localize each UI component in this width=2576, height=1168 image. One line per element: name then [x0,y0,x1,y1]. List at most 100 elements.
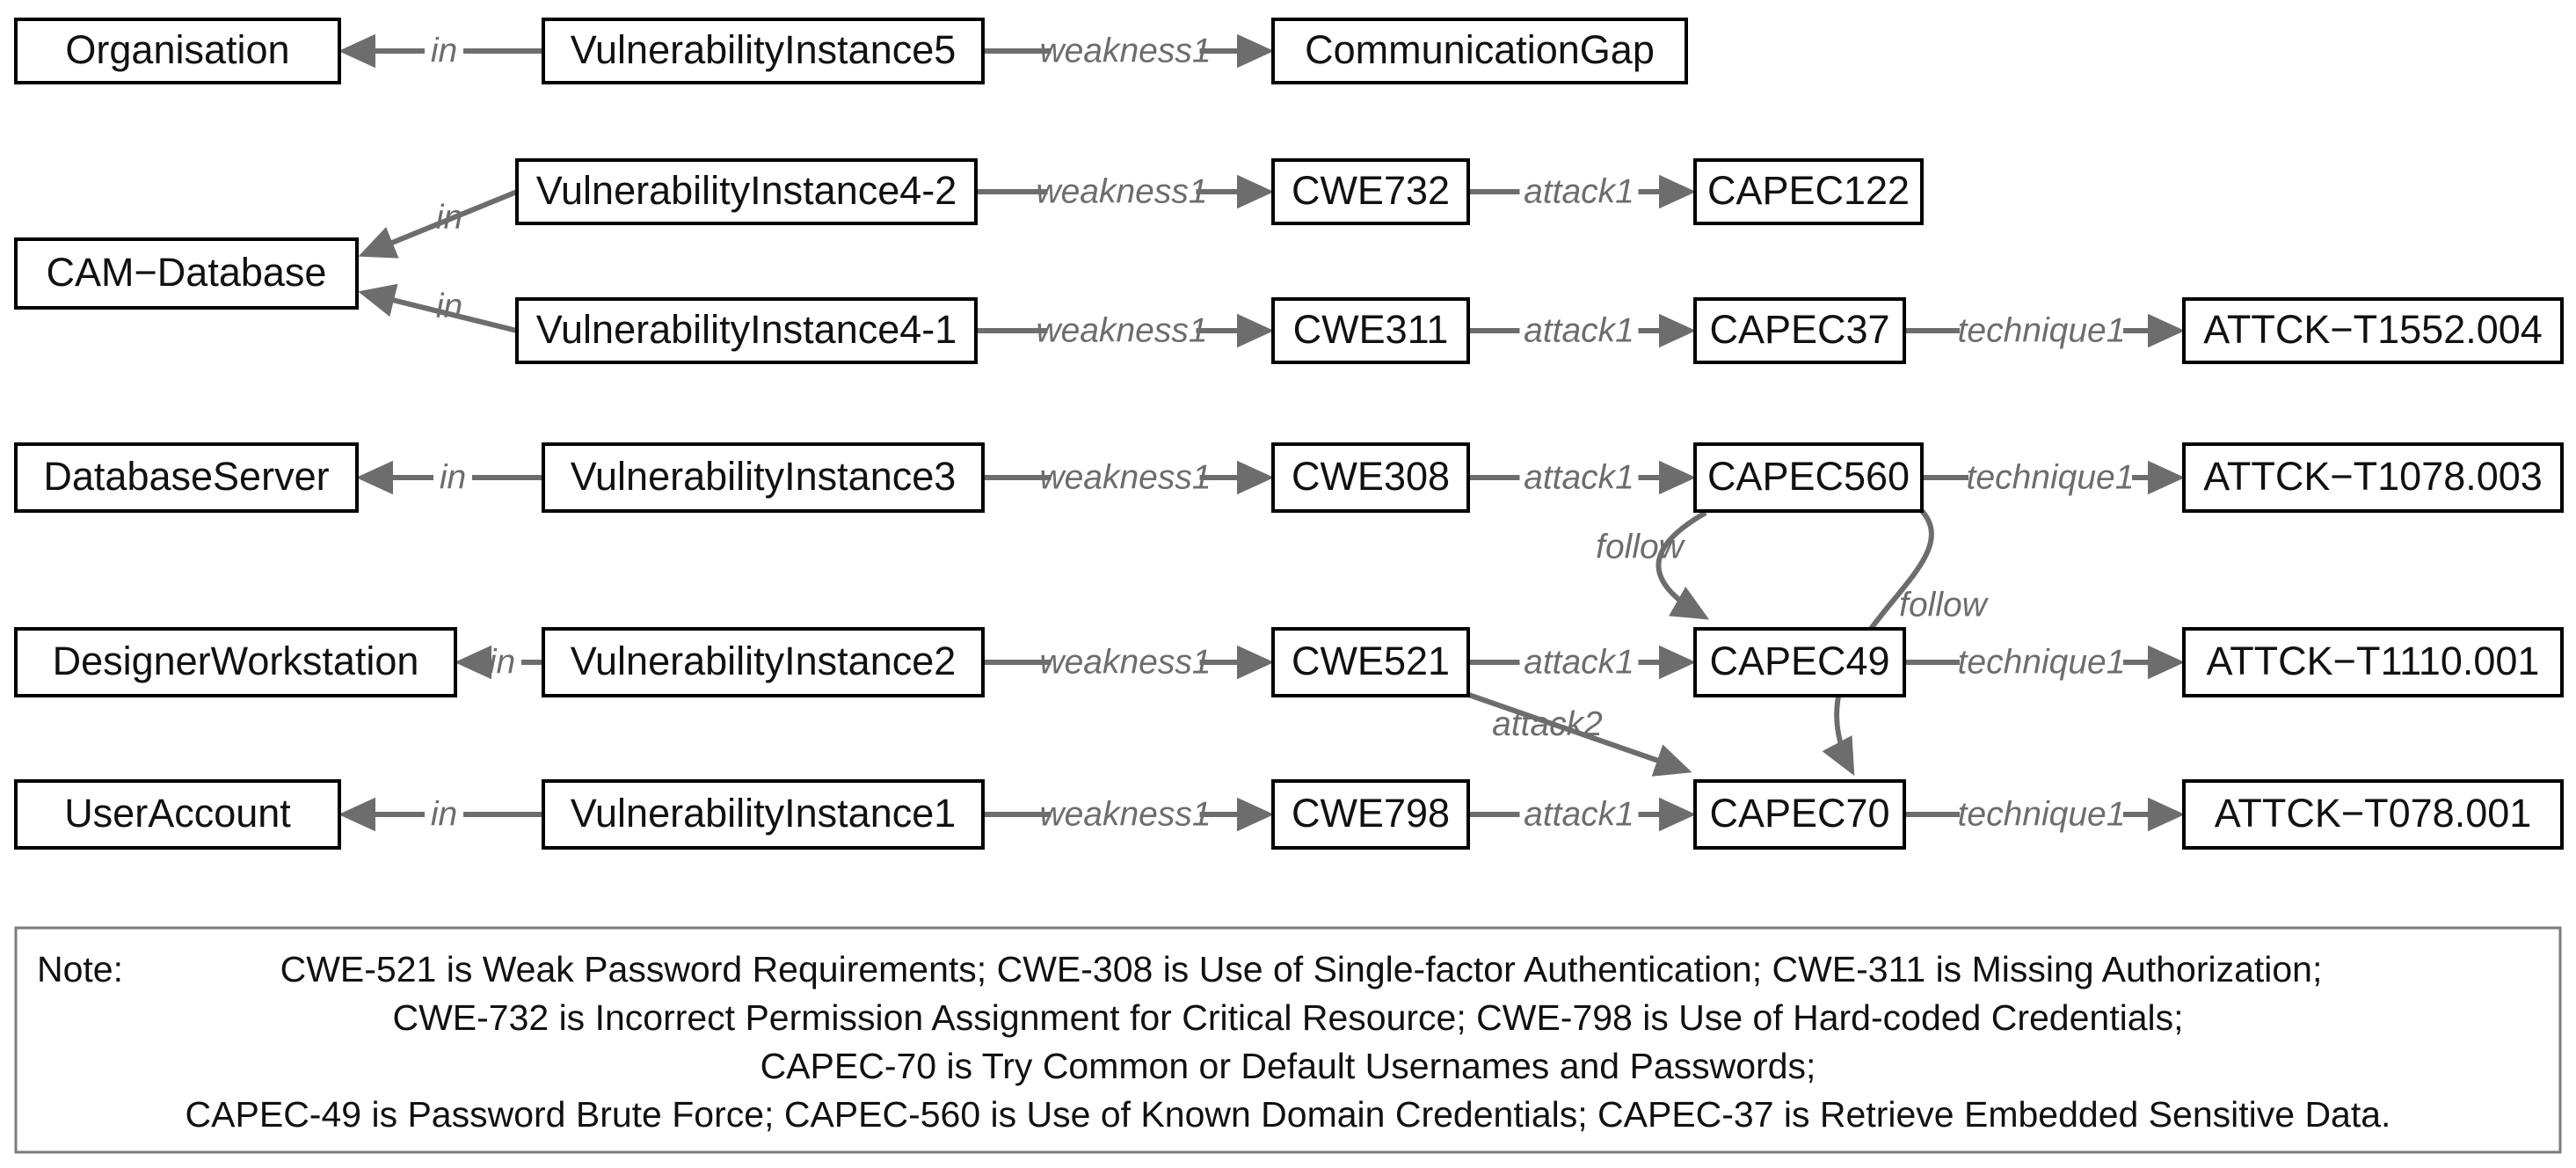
node-attck1552[interactable]: ATTCK−T1552.004 [2182,297,2564,364]
edge-e5: attack1 [1468,172,1696,210]
note-line-1: CWE-521 is Weak Password Requirements; C… [280,949,2323,989]
note-line-3: CAPEC-70 is Try Common or Default Userna… [760,1046,1816,1086]
node-vi1[interactable]: VulnerabilityInstance1 [542,779,985,850]
node-dbserver[interactable]: DatabaseServer [14,442,359,513]
node-label-dbserver: DatabaseServer [43,454,329,499]
edge-e24: technique1 [1904,795,2185,833]
node-box-cwe732 [1271,158,1470,225]
note-line-4: CAPEC-49 is Password Brute Force; CAPEC-… [186,1094,2391,1135]
node-label-capec49: CAPEC49 [1709,639,1889,683]
node-box-organisation [14,18,341,84]
edge-label-e24: technique1 [1958,795,2126,833]
edge-path-e6 [358,283,518,333]
edge-label-e16: in [489,643,515,681]
node-box-capec49 [1693,627,1906,697]
node-box-cwe311 [1271,297,1470,364]
node-capec49[interactable]: CAPEC49 [1693,627,1906,697]
node-box-cwe308 [1271,442,1470,513]
edge-e2: weakness1 [983,32,1274,69]
edge-e23: attack1 [1468,795,1696,833]
node-label-commgap: CommunicationGap [1305,27,1655,72]
edge-e13: technique1 [1922,458,2185,496]
node-label-attck1078: ATTCK−T1078.003 [2203,454,2543,499]
node-box-dbserver [14,442,359,513]
node-commgap[interactable]: CommunicationGap [1271,18,1688,84]
node-box-attck078 [2182,779,2564,850]
node-attck078[interactable]: ATTCK−T078.001 [2182,779,2564,850]
edge-e10: in [356,458,543,496]
node-box-useraccount [14,779,341,850]
edge-label-e20: attack2 [1492,705,1603,743]
node-cwe521[interactable]: CWE521 [1271,627,1470,697]
node-label-capec560: CAPEC560 [1707,454,1910,499]
node-label-vi3: VulnerabilityInstance3 [571,454,957,499]
edge-e19: technique1 [1904,643,2185,681]
node-useraccount[interactable]: UserAccount [14,779,341,850]
edge-e18: attack1 [1468,643,1696,681]
edge-label-e7: weakness1 [1036,311,1207,349]
edge-e12: attack1 [1468,458,1696,496]
node-label-attck078: ATTCK−T078.001 [2215,791,2532,836]
node-label-capec37: CAPEC37 [1709,307,1889,352]
node-label-capec70: CAPEC70 [1709,791,1889,836]
edge-label-e6: in [436,288,462,325]
edge-e21: in [338,795,543,833]
edge-e20: attack2 [1460,690,1692,777]
edge-label-e19: technique1 [1958,643,2126,681]
node-label-vi2: VulnerabilityInstance2 [571,639,957,683]
node-label-attck1552: ATTCK−T1552.004 [2203,307,2543,352]
node-vi42[interactable]: VulnerabilityInstance4-2 [515,158,978,225]
edge-label-e23: attack1 [1524,795,1634,833]
edge-label-e5: attack1 [1524,172,1634,210]
node-label-useraccount: UserAccount [64,791,291,836]
node-label-camdb: CAM−Database [47,250,327,295]
edge-label-e8: attack1 [1524,311,1634,349]
node-capec122[interactable]: CAPEC122 [1693,158,1924,225]
node-vi2[interactable]: VulnerabilityInstance2 [542,627,985,697]
node-label-cwe798: CWE798 [1292,791,1450,836]
node-box-vi3 [542,442,985,513]
node-vi5[interactable]: VulnerabilityInstance5 [542,18,985,84]
node-cwe311[interactable]: CWE311 [1271,297,1470,364]
node-box-capec122 [1693,158,1924,225]
node-camdb[interactable]: CAM−Database [14,237,359,310]
node-capec70[interactable]: CAPEC70 [1693,779,1906,850]
edge-label-e12: attack1 [1524,458,1634,496]
node-designerws[interactable]: DesignerWorkstation [14,627,457,697]
edge-label-e3: in [436,199,462,237]
node-organisation[interactable]: Organisation [14,18,341,84]
edge-label-e11: weakness1 [1039,458,1211,496]
node-box-camdb [14,237,359,310]
node-label-cwe311: CWE311 [1293,307,1449,352]
note-label: Note: [37,949,123,989]
edge-label-e18: attack1 [1524,643,1634,681]
edge-path-e3 [358,189,519,259]
edge-e15: follow [1822,503,1990,777]
node-box-designerws [14,627,457,697]
edge-label-e1: in [431,32,457,69]
nodes-layer: Organisation VulnerabilityInstance5 Commun… [14,18,2564,850]
edge-e7: weakness1 [976,311,1274,349]
node-label-vi42: VulnerabilityInstance4-2 [536,168,957,213]
node-box-capec70 [1693,779,1906,850]
node-vi3[interactable]: VulnerabilityInstance3 [542,442,985,513]
node-box-vi2 [542,627,985,697]
node-attck1110[interactable]: ATTCK−T1110.001 [2182,627,2564,697]
node-capec560[interactable]: CAPEC560 [1693,442,1924,513]
note-line-2: CWE-732 is Incorrect Permission Assignme… [392,997,2183,1038]
edge-e8: attack1 [1468,311,1696,349]
node-label-vi5: VulnerabilityInstance5 [571,27,957,72]
edge-label-e13: technique1 [1967,458,2135,496]
node-box-vi5 [542,18,985,84]
node-vi41[interactable]: VulnerabilityInstance4-1 [515,297,978,364]
node-attck1078[interactable]: ATTCK−T1078.003 [2182,442,2564,513]
node-capec37[interactable]: CAPEC37 [1693,297,1906,364]
node-cwe308[interactable]: CWE308 [1271,442,1470,513]
edge-label-e9: technique1 [1958,311,2126,349]
node-label-cwe521: CWE521 [1292,639,1450,683]
node-cwe798[interactable]: CWE798 [1271,779,1470,850]
node-box-capec560 [1693,442,1924,513]
node-box-vi41 [515,297,978,364]
node-cwe732[interactable]: CWE732 [1271,158,1470,225]
